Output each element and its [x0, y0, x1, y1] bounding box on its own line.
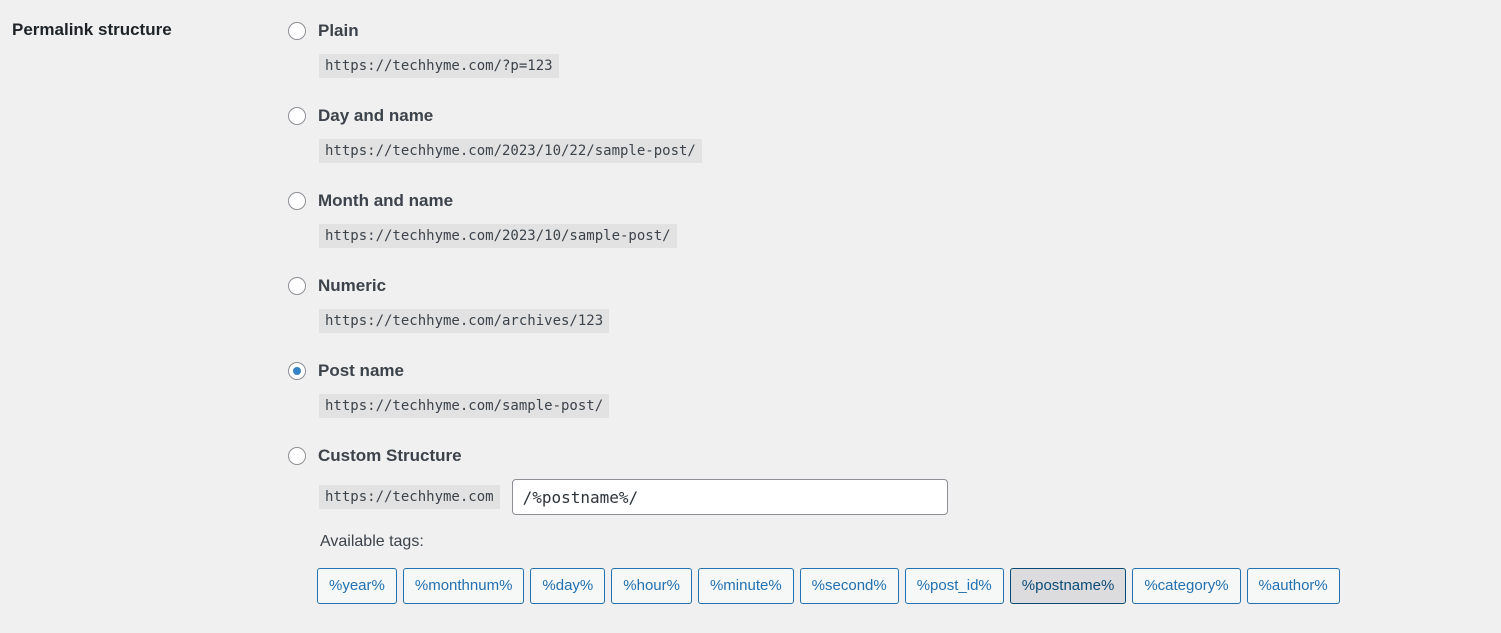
custom-structure-row: https://techhyme.com	[319, 479, 948, 515]
option-label: Custom Structure	[318, 446, 462, 465]
tag-monthnum-button[interactable]: %monthnum%	[402, 568, 525, 604]
option-label: Post name	[318, 361, 404, 380]
option-numeric-row[interactable]: Numeric	[288, 275, 462, 297]
option-numeric: Numeric https://techhyme.com/archives/12…	[288, 275, 610, 360]
option-custom-structure-row[interactable]: Custom Structure	[288, 445, 462, 467]
radio-plain[interactable]	[288, 22, 306, 40]
radio-numeric[interactable]	[288, 277, 306, 295]
tag-postname-button[interactable]: %postname%	[1009, 568, 1127, 604]
example-url: https://techhyme.com/sample-post/	[319, 394, 610, 418]
custom-structure-input[interactable]	[511, 479, 948, 515]
base-url: https://techhyme.com	[319, 485, 500, 509]
option-month-and-name: Month and name https://techhyme.com/2023…	[288, 190, 677, 275]
option-month-and-name-row[interactable]: Month and name	[288, 190, 462, 212]
tag-second-button[interactable]: %second%	[799, 568, 899, 604]
option-post-name-row[interactable]: Post name	[288, 360, 462, 382]
tag-minute-button[interactable]: %minute%	[697, 568, 794, 604]
section-label: Permalink structure	[12, 20, 172, 39]
example-url: https://techhyme.com/archives/123	[319, 309, 610, 333]
option-custom-structure: Custom Structure https://techhyme.com Av…	[288, 445, 1340, 604]
option-post-name: Post name https://techhyme.com/sample-po…	[288, 360, 610, 445]
radio-day-and-name[interactable]	[288, 107, 306, 125]
radio-custom-structure[interactable]	[288, 447, 306, 465]
option-day-and-name: Day and name https://techhyme.com/2023/1…	[288, 105, 702, 190]
tag-category-button[interactable]: %category%	[1132, 568, 1241, 604]
option-label: Numeric	[318, 276, 387, 295]
permalink-options: Plain https://techhyme.com/?p=123 Day an…	[288, 20, 1340, 604]
tag-day-button[interactable]: %day%	[530, 568, 606, 604]
option-plain-row[interactable]: Plain	[288, 20, 462, 42]
option-label: Day and name	[318, 106, 434, 125]
example-url: https://techhyme.com/?p=123	[319, 54, 559, 78]
example-url: https://techhyme.com/2023/10/sample-post…	[319, 224, 677, 248]
tag-author-button[interactable]: %author%	[1246, 568, 1340, 604]
tag-year-button[interactable]: %year%	[317, 568, 397, 604]
available-tags: %year% %monthnum% %day% %hour% %minute% …	[317, 568, 1340, 604]
option-label: Plain	[318, 21, 359, 40]
tag-post-id-button[interactable]: %post_id%	[904, 568, 1004, 604]
available-tags-label: Available tags:	[320, 533, 424, 550]
option-plain: Plain https://techhyme.com/?p=123	[288, 20, 559, 105]
option-label: Month and name	[318, 191, 454, 210]
example-url: https://techhyme.com/2023/10/22/sample-p…	[319, 139, 702, 163]
radio-post-name[interactable]	[288, 362, 306, 380]
tag-hour-button[interactable]: %hour%	[611, 568, 692, 604]
option-day-and-name-row[interactable]: Day and name	[288, 105, 462, 127]
radio-month-and-name[interactable]	[288, 192, 306, 210]
